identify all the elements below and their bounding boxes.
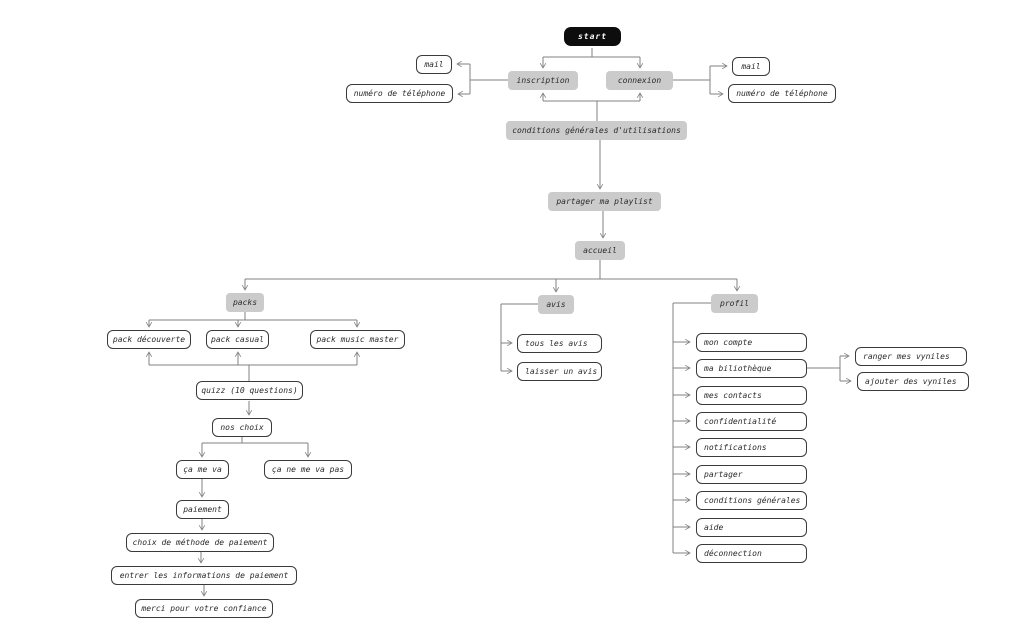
node-ca-ne-me-va-pas: ça ne me va pas: [264, 460, 352, 479]
node-ajouter-vyniles: ajouter des vyniles: [857, 372, 969, 391]
node-notifications: notifications: [696, 438, 807, 457]
node-ranger-vyniles: ranger mes vyniles: [855, 347, 967, 366]
node-mon-compte: mon compte: [696, 333, 807, 352]
node-deconnection: déconnection: [696, 544, 807, 563]
node-pack-casual: pack casual: [206, 330, 269, 349]
node-entrer-infos-paiement: entrer les informations de paiement: [111, 566, 297, 585]
node-start: start: [564, 27, 621, 46]
node-telephone-right: numéro de téléphone: [728, 84, 836, 103]
node-profil: profil: [711, 294, 758, 313]
node-mail-right: mail: [732, 57, 770, 76]
node-ca-me-va: ça me va: [176, 460, 229, 479]
node-paiement: paiement: [176, 500, 229, 519]
node-packs: packs: [226, 293, 264, 312]
node-tous-les-avis: tous les avis: [517, 334, 602, 353]
node-nos-choix: nos choix: [212, 418, 272, 437]
node-conditions-generales: conditions générales: [696, 491, 807, 510]
node-inscription: inscription: [508, 71, 578, 90]
node-choix-methode-paiement: choix de méthode de paiement: [126, 533, 274, 552]
node-pack-decouverte: pack découverte: [107, 330, 191, 349]
node-conditions-utilisations: conditions générales d'utilisations: [506, 121, 687, 140]
node-connexion: connexion: [606, 71, 673, 90]
node-partager: partager: [696, 465, 807, 484]
node-ma-bibliotheque: ma biliothèque: [696, 359, 807, 378]
node-telephone-left: numéro de téléphone: [346, 84, 453, 103]
node-pack-music-master: pack music master: [310, 330, 405, 349]
node-merci-confiance: merci pour votre confiance: [135, 599, 273, 618]
node-avis: avis: [538, 295, 574, 314]
node-mail-left: mail: [416, 55, 452, 74]
node-aide: aide: [696, 518, 807, 537]
node-partager-playlist: partager ma playlist: [548, 192, 661, 211]
node-confidentialite: confidentialité: [696, 412, 807, 431]
connector-segments: [149, 48, 841, 553]
node-laisser-un-avis: laisser un avis: [517, 362, 602, 381]
node-accueil: accueil: [575, 241, 625, 260]
node-quizz: quizz (10 questions): [196, 381, 303, 400]
node-mes-contacts: mes contacts: [696, 386, 807, 405]
